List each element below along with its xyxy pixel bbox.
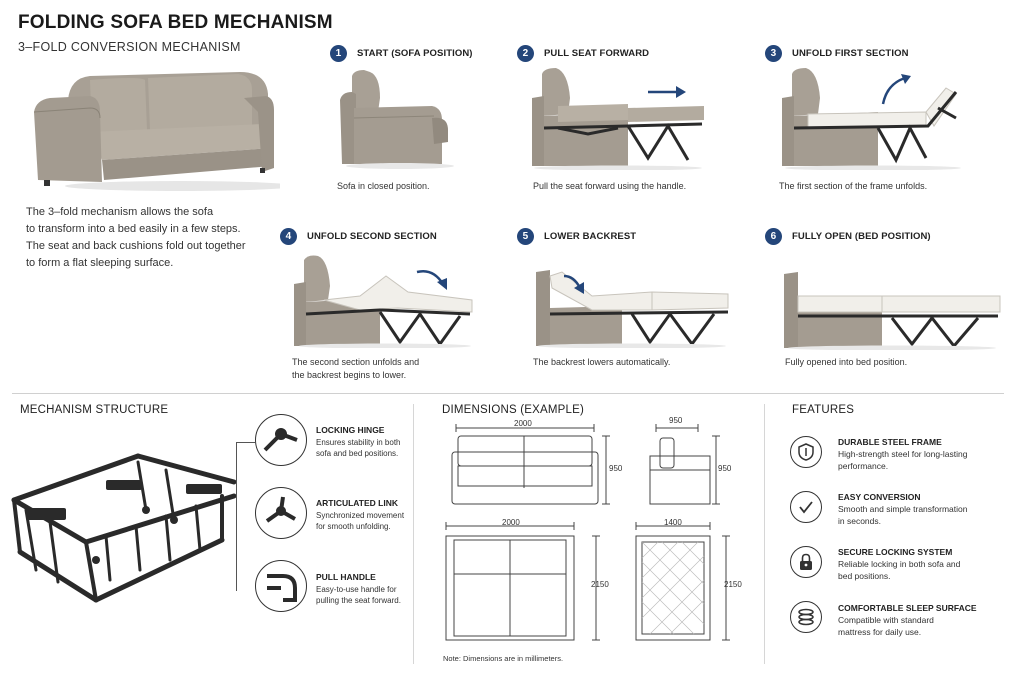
step-number: 2 — [517, 45, 534, 62]
step-number: 5 — [517, 228, 534, 245]
intro-line: The 3–fold mechanism allows the sofa — [26, 206, 214, 218]
feature-title: COMFORTABLE SLEEP SURFACE — [838, 603, 977, 613]
shield-icon — [790, 436, 822, 468]
step-number: 3 — [765, 45, 782, 62]
callout-desc: Synchronized movement for smooth unfoldi… — [316, 511, 405, 531]
step-5-illustration — [536, 270, 729, 348]
callout-desc: Ensures stability in both sofa and bed p… — [316, 438, 401, 458]
column-divider — [413, 404, 414, 664]
step-2-caption: Pull the seat forward using the handle. — [533, 181, 687, 191]
bed-length-label: 2150 — [591, 580, 609, 589]
step-title: UNFOLD FIRST SECTION — [792, 48, 909, 59]
feature-easy-conversion: EASY CONVERSION Smooth and simple transf… — [838, 492, 968, 527]
feature-secure-locking-system: SECURE LOCKING SYSTEM Reliable locking i… — [838, 547, 968, 582]
callout-desc: Easy-to-use handle for pulling the seat … — [316, 585, 401, 605]
mattress-width-label: 1400 — [664, 518, 682, 527]
callout-connector — [236, 442, 255, 591]
feature-title: EASY CONVERSION — [838, 492, 921, 502]
feature-durable-steel-frame: DURABLE STEEL FRAME High-strength steel … — [838, 437, 968, 472]
intro-line: to form a flat sleeping surface. — [26, 257, 174, 269]
step-6-header: 6 FULLY OPEN (BED POSITION) — [765, 228, 931, 245]
articulated-link-icon — [255, 487, 307, 539]
step-caption-line: The second section unfolds and — [292, 357, 420, 367]
callout-title: PULL HANDLE — [316, 572, 376, 582]
callout-title: LOCKING HINGE — [316, 425, 385, 435]
column-divider — [764, 404, 765, 664]
mechanism-frame-illustration — [11, 453, 237, 603]
unfold-down-arrow-icon — [416, 270, 447, 290]
feature-desc: Smooth and simple transformation in seco… — [838, 504, 968, 526]
step-4-caption: The second section unfolds and the backr… — [292, 356, 482, 382]
lower-backrest-arrow-icon — [563, 274, 584, 294]
feature-title: SECURE LOCKING SYSTEM — [838, 547, 953, 557]
feature-desc: High-strength steel for long-lasting per… — [838, 449, 968, 471]
section-divider — [12, 393, 1004, 394]
feature-desc: Compatible with standard mattress for da… — [838, 615, 934, 637]
step-4-illustration — [294, 255, 473, 348]
feature-desc: Reliable locking in both sofa and bed po… — [838, 559, 961, 581]
page-title: FOLDING SOFA BED MECHANISM — [18, 12, 333, 33]
intro-text: The 3–fold mechanism allows the sofa to … — [26, 204, 266, 272]
step-3-illustration — [782, 68, 961, 170]
side-height-label: 950 — [718, 464, 732, 473]
step-title: START (SOFA POSITION) — [357, 48, 473, 59]
unfold-up-arrow-icon — [881, 74, 911, 105]
step-1-illustration — [340, 70, 454, 169]
page-subtitle: 3–FOLD CONVERSION MECHANISM — [18, 40, 241, 54]
side-depth-label: 950 — [669, 416, 683, 425]
articulated-link-callout: ARTICULATED LINK Synchronized movement f… — [316, 498, 406, 532]
step-5-header: 5 LOWER BACKREST — [517, 228, 636, 245]
sofa-width-label: 2000 — [514, 419, 532, 428]
bed-width-label: 2000 — [502, 518, 520, 527]
dimensions-note: Note: Dimensions are in millimeters. — [443, 654, 564, 663]
intro-line: to transform into a bed easily in a few … — [26, 223, 241, 235]
step-number: 6 — [765, 228, 782, 245]
check-icon — [790, 491, 822, 523]
step-3-caption: The first section of the frame unfolds. — [779, 181, 928, 191]
lock-icon — [790, 546, 822, 578]
features-section-title: FEATURES — [792, 404, 855, 416]
step-1-caption: Sofa in closed position. — [337, 181, 430, 191]
step-2-illustration — [532, 68, 704, 170]
dimensions-section-title: DIMENSIONS (EXAMPLE) — [442, 404, 585, 416]
step-caption-line: the backrest begins to lower. — [292, 370, 407, 380]
locking-hinge-callout: LOCKING HINGE Ensures stability in both … — [316, 425, 406, 459]
step-5-caption: The backrest lowers automatically. — [533, 357, 671, 367]
layers-icon — [790, 601, 822, 633]
forward-arrow-icon — [648, 86, 686, 98]
intro-line: The seat and back cushions fold out toge… — [26, 240, 246, 252]
step-6-illustration — [784, 272, 1001, 350]
locking-hinge-icon — [255, 414, 307, 466]
callout-title: ARTICULATED LINK — [316, 498, 398, 508]
mattress-length-label: 2150 — [724, 580, 742, 589]
feature-comfortable-sleep-surface: COMFORTABLE SLEEP SURFACE Compatible wit… — [838, 603, 977, 638]
pull-handle-icon — [255, 560, 307, 612]
step-number: 4 — [280, 228, 297, 245]
step-2-header: 2 PULL SEAT FORWARD — [517, 45, 649, 62]
feature-title: DURABLE STEEL FRAME — [838, 437, 942, 447]
step-title: LOWER BACKREST — [544, 231, 637, 242]
pull-handle-callout: PULL HANDLE Easy-to-use handle for pulli… — [316, 572, 406, 606]
step-title: FULLY OPEN (BED POSITION) — [792, 231, 931, 242]
step-6-caption: Fully opened into bed position. — [785, 357, 908, 367]
sofa-height-label: 950 — [609, 464, 623, 473]
step-title: PULL SEAT FORWARD — [544, 48, 650, 59]
dimension-drawings — [445, 424, 730, 641]
sofa-illustration — [33, 72, 280, 191]
step-number: 1 — [330, 45, 347, 62]
mechanism-section-title: MECHANISM STRUCTURE — [20, 404, 169, 416]
step-3-header: 3 UNFOLD FIRST SECTION — [765, 45, 909, 62]
step-1-header: 1 START (SOFA POSITION) — [330, 45, 473, 62]
step-title: UNFOLD SECOND SECTION — [307, 231, 437, 242]
step-4-header: 4 UNFOLD SECOND SECTION — [280, 228, 437, 245]
